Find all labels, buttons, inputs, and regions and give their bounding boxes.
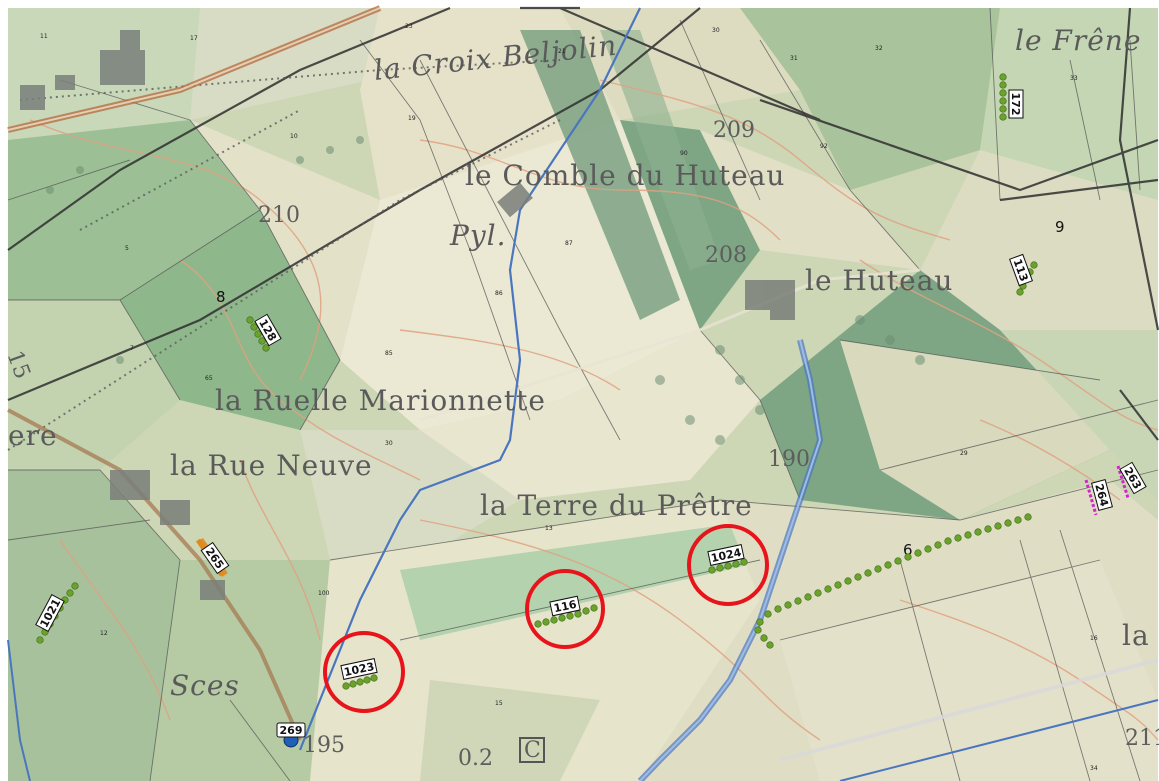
svg-text:29: 29	[960, 450, 968, 457]
svg-text:19: 19	[408, 115, 416, 122]
svg-text:90: 90	[680, 150, 688, 157]
svg-text:92: 92	[820, 143, 828, 150]
elevation-211: 211	[1125, 726, 1159, 751]
highlight-circle-1024	[687, 524, 769, 606]
svg-text:21: 21	[558, 48, 566, 55]
c-box	[519, 737, 545, 763]
water-courses	[7, 7, 1159, 781]
svg-text:13: 13	[545, 525, 553, 532]
elevation-208: 208	[705, 243, 747, 268]
elevation-195: 195	[303, 733, 345, 758]
hedges[interactable]	[36, 73, 1038, 690]
segment-263	[1116, 465, 1130, 499]
zone-number-8: 8	[216, 288, 226, 306]
label-c: C	[524, 738, 541, 763]
hedge-label-1023: 1023	[343, 660, 376, 679]
field-patches	[8, 8, 1158, 781]
purple-segments[interactable]	[1084, 465, 1130, 516]
label-le-huteau: le Huteau	[805, 264, 953, 297]
elevation-210: 210	[258, 203, 300, 228]
hedge-label-1024: 1024	[710, 546, 743, 565]
svg-text:85: 85	[385, 350, 393, 357]
svg-text:87: 87	[565, 240, 573, 247]
contour-lines	[29, 79, 1159, 741]
forest-strip	[520, 30, 680, 320]
zone-number-6: 6	[903, 541, 913, 559]
tree-dots	[46, 136, 925, 445]
hedge-label-172: 172	[1009, 93, 1022, 116]
hedge-6	[754, 513, 1032, 649]
svg-text:100: 100	[318, 590, 330, 597]
svg-text:32: 32	[875, 45, 883, 52]
svg-text:86: 86	[495, 290, 503, 297]
buildings	[20, 30, 795, 600]
label-la-right: la	[1122, 619, 1150, 652]
svg-text:10: 10	[290, 133, 298, 140]
label-le-comble-du-huteau: le Comble du Huteau	[465, 159, 785, 192]
hedge-172	[999, 73, 1007, 121]
hedge-116	[534, 604, 598, 628]
label-la-ruelle-marionnette: la Ruelle Marionnette	[215, 384, 546, 417]
label-la-rue-neuve: la Rue Neuve	[170, 449, 373, 482]
label-la-terre-du-pretre: la Terre du Prêtre	[480, 489, 753, 522]
hedge-label-264: 264	[1092, 482, 1111, 508]
svg-text:15: 15	[495, 700, 503, 707]
svg-text:16: 16	[1090, 635, 1098, 642]
svg-text:33: 33	[1070, 75, 1078, 82]
label-ere: ere	[8, 419, 58, 452]
svg-text:12: 12	[100, 630, 108, 637]
hedge-1023	[342, 674, 378, 690]
svg-text:31: 31	[790, 55, 798, 62]
segment-264	[1084, 479, 1098, 516]
road-marker-269[interactable]: 269	[276, 722, 306, 748]
label-le-frene: le Frêne	[1015, 24, 1141, 57]
label-pyl: Pyl.	[449, 219, 507, 252]
hedge-128	[246, 316, 270, 352]
highlight-circles[interactable]	[323, 524, 769, 713]
svg-text:30: 30	[385, 440, 393, 447]
zone-number-9: 9	[1055, 218, 1065, 236]
svg-text:30: 30	[712, 27, 720, 34]
svg-text:7: 7	[130, 345, 134, 352]
elevation-190: 190	[768, 447, 810, 472]
svg-text:11: 11	[40, 33, 48, 40]
road-marker-label: 269	[280, 724, 303, 737]
svg-text:23: 23	[405, 23, 413, 30]
parcel-boundaries	[7, 7, 1159, 781]
label-sces: Sces	[170, 669, 240, 702]
elevation-209: 209	[713, 118, 755, 143]
svg-text:5: 5	[125, 245, 129, 252]
hedge-1024	[708, 558, 748, 574]
highlight-circle-116	[525, 569, 605, 649]
svg-text:34: 34	[1090, 765, 1098, 772]
highlight-circle-1023	[323, 631, 405, 713]
elevation-02: 0.2	[458, 746, 493, 771]
svg-text:17: 17	[190, 35, 198, 42]
hedge-label-116: 116	[553, 598, 579, 616]
svg-text:65: 65	[205, 375, 213, 382]
